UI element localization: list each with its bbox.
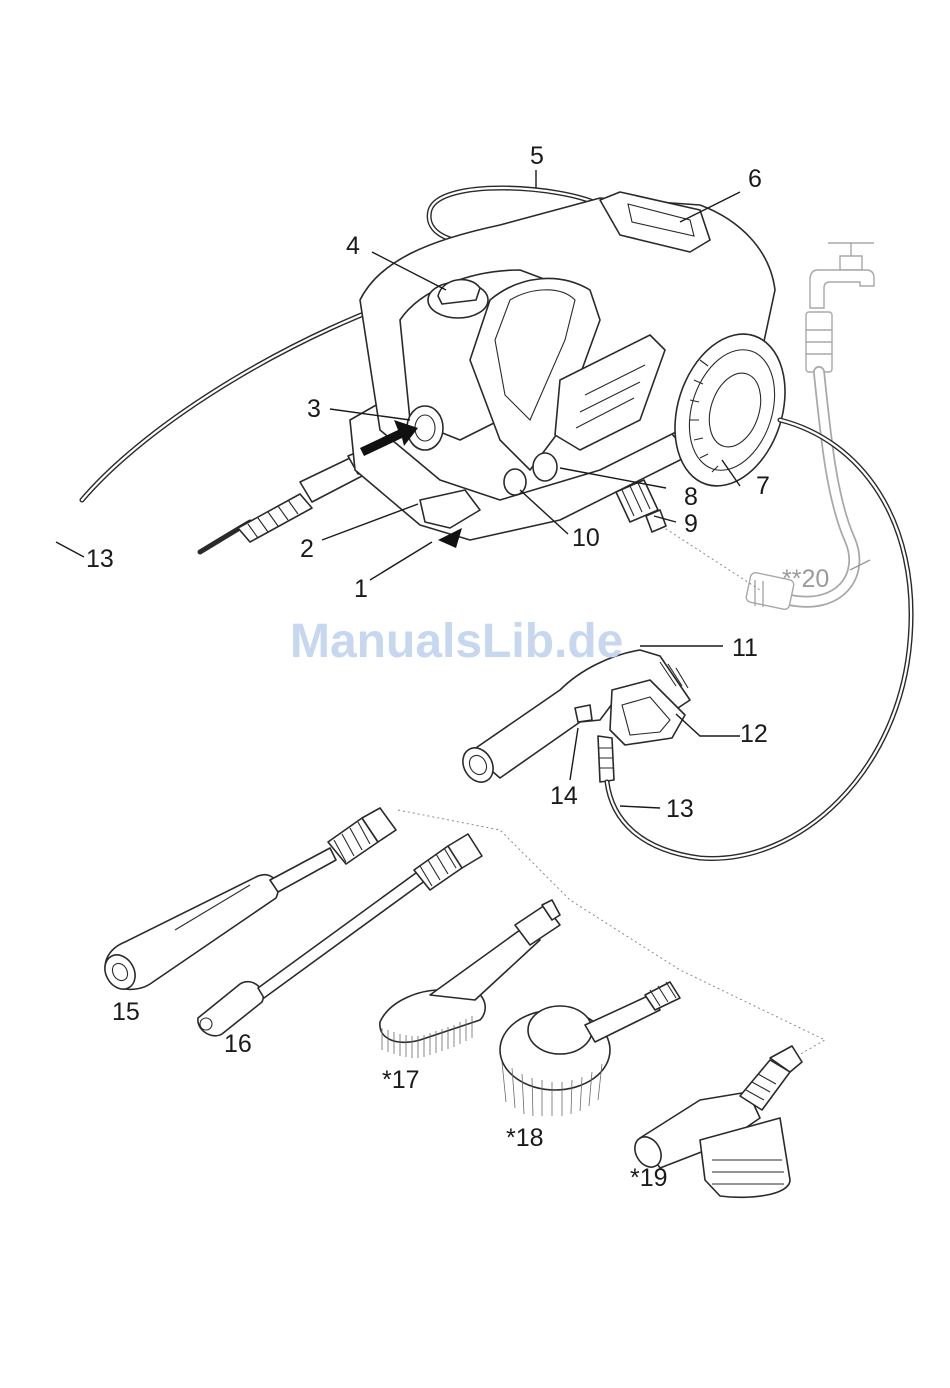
callout-label: *18	[506, 1124, 544, 1152]
callout-label: 1	[354, 575, 368, 603]
callout-label: 13	[666, 795, 694, 823]
callout-label: 11	[732, 634, 758, 662]
callout-label: *19	[630, 1164, 668, 1192]
callout-label: 7	[756, 472, 770, 500]
callout-label: 9	[684, 510, 698, 538]
callout-label: 5	[530, 142, 544, 170]
rotating-wash-brush-accessory	[500, 982, 680, 1116]
callout-label: 16	[224, 1030, 252, 1058]
callout-label: 2	[300, 535, 314, 563]
callout-label: 3	[307, 395, 321, 423]
callout-label: 6	[748, 165, 762, 193]
callout-label: 14	[550, 782, 578, 810]
callout-label: 10	[572, 524, 600, 552]
callout-label-optional: **20	[782, 565, 829, 593]
callout-label: *17	[382, 1066, 420, 1094]
callout-label: 12	[740, 720, 768, 748]
watermark: ManualsLib.de	[290, 615, 623, 668]
callout-label: 13	[86, 545, 114, 573]
trigger-gun	[457, 650, 690, 788]
callout-label: 4	[346, 232, 360, 260]
vario-power-spray-lance	[99, 808, 396, 995]
pressure-washer-body	[350, 192, 804, 540]
callout-label: 15	[112, 998, 140, 1026]
callout-label: 8	[684, 483, 698, 511]
